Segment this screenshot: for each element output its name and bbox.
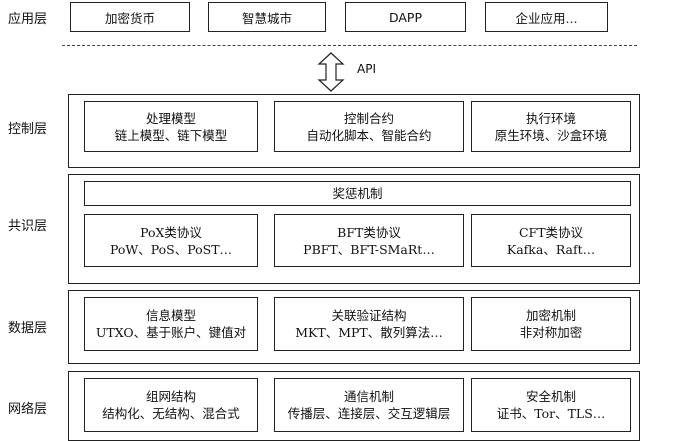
network-layer-label: 网络层 bbox=[8, 402, 48, 417]
app-item-crypto: 加密货币 bbox=[70, 2, 190, 32]
control-layer-label: 控制层 bbox=[8, 122, 48, 137]
api-label: API bbox=[357, 62, 376, 76]
control-cell-execution-env: 执行环境 原生环境、沙盒环境 bbox=[471, 101, 631, 152]
cell-detail: 传播层、连接层、交互逻辑层 bbox=[287, 406, 451, 421]
cell-detail: 结构化、无结构、混合式 bbox=[102, 406, 240, 421]
api-double-arrow-icon bbox=[317, 52, 345, 92]
app-item-dapp: DAPP bbox=[345, 2, 466, 32]
cell-title: CFT类协议 bbox=[518, 224, 584, 240]
cell-title: 关联验证结构 bbox=[331, 308, 407, 323]
cell-title: 通信机制 bbox=[343, 389, 394, 404]
cell-title: BFT类协议 bbox=[337, 224, 401, 240]
cell-title: 安全机制 bbox=[525, 389, 576, 404]
cell-title: 处理模型 bbox=[145, 110, 196, 126]
cell-detail: 原生环境、沙盒环境 bbox=[494, 127, 608, 143]
consensus-cell-pox: PoX类协议 PoW、PoS、PoST… bbox=[84, 214, 258, 267]
network-cell-communication: 通信机制 传播层、连接层、交互逻辑层 bbox=[274, 378, 464, 432]
cell-title: PoX类协议 bbox=[140, 224, 202, 240]
cell-detail: 非对称加密 bbox=[519, 325, 583, 340]
cell-detail: UTXO、基于账户、键值对 bbox=[95, 325, 247, 340]
incentive-mechanism-bar: 奖惩机制 bbox=[84, 181, 631, 206]
cell-title: 控制合约 bbox=[343, 110, 394, 126]
consensus-cell-bft: BFT类协议 PBFT、BFT-SMaRt… bbox=[274, 214, 464, 267]
data-cell-encryption: 加密机制 非对称加密 bbox=[471, 297, 631, 351]
app-item-enterprise: 企业应用... bbox=[485, 2, 608, 32]
app-item-smart-city: 智慧城市 bbox=[208, 2, 326, 32]
cell-detail: PBFT、BFT-SMaRt… bbox=[303, 241, 435, 257]
network-cell-topology: 组网结构 结构化、无结构、混合式 bbox=[84, 378, 258, 432]
data-cell-info-model: 信息模型 UTXO、基于账户、键值对 bbox=[84, 297, 258, 351]
cell-title: 信息模型 bbox=[145, 308, 196, 323]
cell-detail: Kafka、Raft… bbox=[506, 241, 596, 257]
cell-detail: 证书、Tor、TLS… bbox=[496, 406, 606, 421]
cell-detail: 链上模型、链下模型 bbox=[114, 127, 228, 143]
cell-detail: MKT、MPT、散列算法… bbox=[295, 325, 443, 340]
data-cell-verification-structure: 关联验证结构 MKT、MPT、散列算法… bbox=[274, 297, 464, 351]
cell-detail: 自动化脚本、智能合约 bbox=[306, 127, 432, 143]
control-cell-control-contract: 控制合约 自动化脚本、智能合约 bbox=[274, 101, 464, 152]
cell-title: 执行环境 bbox=[525, 110, 576, 126]
application-layer-label: 应用层 bbox=[8, 12, 48, 27]
cell-detail: PoW、PoS、PoST… bbox=[109, 241, 233, 257]
data-layer-label: 数据层 bbox=[8, 321, 48, 336]
cell-title: 组网结构 bbox=[145, 389, 196, 404]
network-cell-security: 安全机制 证书、Tor、TLS… bbox=[471, 378, 631, 432]
cell-title: 加密机制 bbox=[525, 308, 576, 323]
layer-separator bbox=[62, 45, 637, 46]
control-cell-processing-model: 处理模型 链上模型、链下模型 bbox=[84, 101, 258, 152]
consensus-cell-cft: CFT类协议 Kafka、Raft… bbox=[471, 214, 631, 267]
consensus-layer-label: 共识层 bbox=[8, 219, 48, 234]
